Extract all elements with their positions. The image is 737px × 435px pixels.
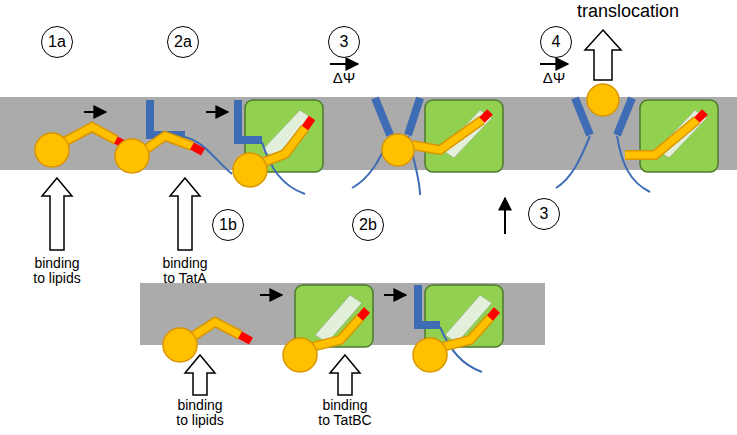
step-number: 2a xyxy=(167,26,199,58)
membrane xyxy=(0,97,737,170)
label-text: ΔΨ xyxy=(543,70,566,87)
step-number: 1a xyxy=(41,26,73,58)
step-number: 1b xyxy=(212,209,244,241)
signal-peptide xyxy=(64,112,705,347)
step-arrow xyxy=(504,198,506,234)
step-arrow xyxy=(330,63,358,65)
open-arrow xyxy=(170,178,200,250)
open-arrow xyxy=(185,355,215,395)
step-number: 3 xyxy=(328,26,360,58)
step-number-text: 2b xyxy=(359,217,377,233)
open-arrow xyxy=(585,30,621,80)
substrate-protein xyxy=(35,84,619,372)
open-arrow xyxy=(330,355,360,395)
annotation-text: binding to TatBC xyxy=(316,398,374,429)
step-arrow xyxy=(206,111,228,113)
annotation-text: binding to TatA xyxy=(156,256,214,287)
step-arrow xyxy=(260,294,282,296)
step-number: 4 xyxy=(540,26,572,58)
tata-tail xyxy=(185,136,650,372)
step-number: 2b xyxy=(352,209,384,241)
tata-protein xyxy=(150,98,632,325)
step-arrow xyxy=(84,111,106,113)
step-number-text: 4 xyxy=(552,34,561,50)
label-text: ΔΨ xyxy=(333,70,356,87)
tatbc-complex xyxy=(245,100,718,347)
annotation-text: binding to lipids xyxy=(28,256,86,287)
label-text: translocation xyxy=(577,2,679,22)
step-number: 3 xyxy=(528,198,560,230)
step-number-text: 3 xyxy=(340,34,349,50)
open-arrow xyxy=(42,178,72,250)
step-number-text: 2a xyxy=(174,34,192,50)
step-number-text: 1b xyxy=(219,217,237,233)
step-number-text: 1a xyxy=(48,34,66,50)
step-arrow xyxy=(384,294,406,296)
step-arrow xyxy=(540,63,568,65)
step-number-text: 3 xyxy=(540,206,549,222)
annotation-text: binding to lipids xyxy=(171,398,229,429)
